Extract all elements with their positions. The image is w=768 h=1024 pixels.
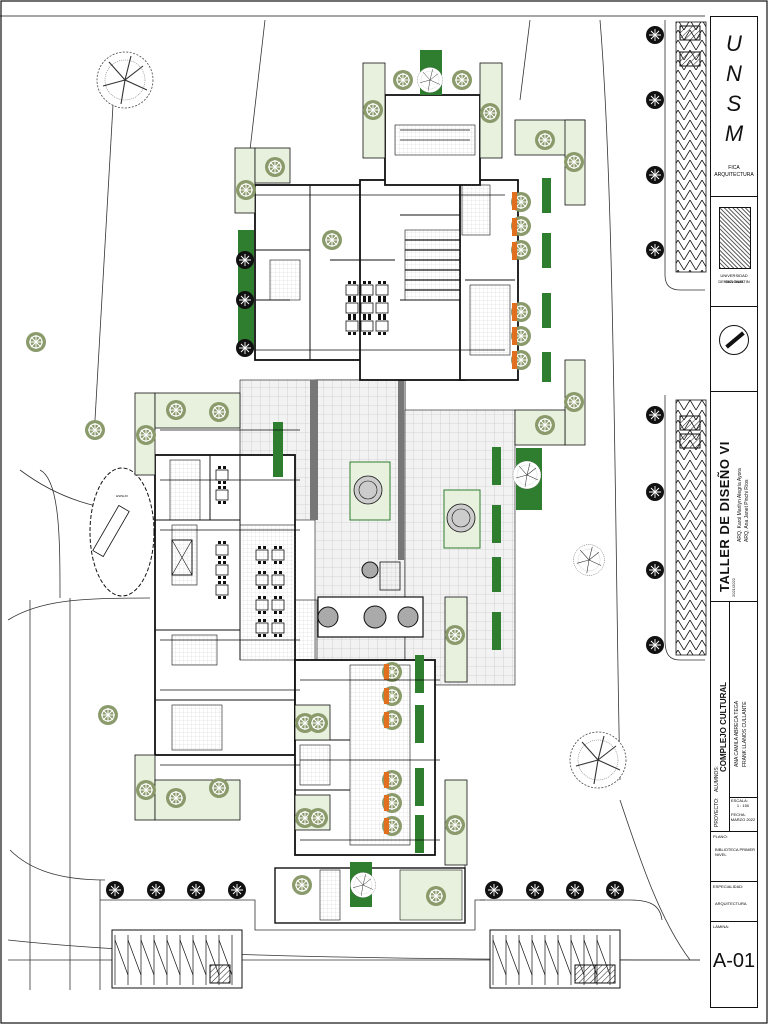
students-label: ALUMNOS: bbox=[714, 765, 720, 792]
plan-name: BIBLIOTECA PRIMER bbox=[715, 847, 756, 852]
university-name-line: UNIVERSIDAD NACIONAL bbox=[720, 273, 748, 284]
student-name: FRANK LLANOS CULLANTE bbox=[742, 701, 748, 767]
plan-name: NIVEL bbox=[715, 852, 727, 857]
right-parking bbox=[675, 21, 707, 656]
university-letter: U bbox=[726, 31, 742, 56]
specialty-label: ESPECIALIDAD: bbox=[713, 884, 744, 889]
university-letter: M bbox=[724, 121, 744, 146]
faculty-line: ARQUITECTURA bbox=[714, 172, 754, 178]
scale-box: ESCALA: 1 : 150 FECHA: MARZO 2022 bbox=[729, 797, 757, 832]
sheet-number-cell: LÁMINA: A-01 bbox=[711, 922, 757, 1009]
teacher-name: ARQ. Karol Marilyn Alegría Ayora bbox=[737, 468, 743, 542]
upper-building bbox=[254, 94, 519, 381]
course-title: TALLER DE DISEÑO VI bbox=[717, 441, 732, 592]
university-letter: S bbox=[726, 91, 742, 116]
scale-label: ESCALA: bbox=[731, 798, 748, 803]
date-label: FECHA: bbox=[731, 812, 746, 817]
course-date: 2021/2022 bbox=[731, 578, 736, 597]
orange-planters bbox=[384, 192, 517, 834]
title-block: U N S M FICA ARQUITECTURA UNIVERSIDAD NA… bbox=[710, 16, 758, 1008]
project-label: PROYECTO: bbox=[714, 797, 720, 827]
sheet-number: A-01 bbox=[712, 950, 756, 972]
plaza-planters bbox=[317, 461, 481, 638]
sheet-label: LÁMINA: bbox=[713, 924, 730, 929]
scale-value: 1 : 150 bbox=[736, 803, 750, 808]
student-name: ANA CAMILA ABRECA TEGA bbox=[734, 700, 740, 767]
specialty-name: ARQUITECTURA bbox=[715, 901, 747, 906]
teacher-name: ARQ. Ana Janet Pinchi Ríos bbox=[744, 479, 750, 542]
interior-axes bbox=[160, 194, 505, 841]
plan-label: PLANO: bbox=[713, 834, 728, 839]
scale-date-divider bbox=[729, 602, 730, 832]
north-arrow-cell bbox=[711, 307, 757, 392]
project-name: COMPLEJO CULTURAL bbox=[719, 681, 728, 772]
university-letter: N bbox=[726, 61, 742, 86]
plan-cell: PLANO: BIBLIOTECA PRIMER NIVEL bbox=[711, 832, 757, 882]
faculty-line: FICA bbox=[728, 165, 740, 171]
university-name-line: DE SAN MARTIN bbox=[718, 279, 750, 284]
university-logo-cell: U N S M FICA ARQUITECTURA bbox=[711, 17, 757, 197]
svg-text:ESPEJO: ESPEJO bbox=[116, 494, 129, 498]
date-value: MARZO 2022 bbox=[730, 817, 756, 822]
university-seal-icon bbox=[719, 207, 751, 269]
bottom-parking bbox=[111, 929, 621, 989]
course-cell: TALLER DE DISEÑO VI ARQ. Karol Marilyn A… bbox=[711, 392, 757, 602]
project-cell: PROYECTO: COMPLEJO CULTURAL ALUMNOS: ANA… bbox=[711, 602, 757, 832]
specialty-cell: ESPECIALIDAD: ARQUITECTURA bbox=[711, 882, 757, 922]
oval-fountain: ESPEJO bbox=[89, 467, 155, 597]
university-seal-cell: UNIVERSIDAD NACIONAL DE SAN MARTIN bbox=[711, 197, 757, 307]
north-arrow-icon bbox=[719, 325, 749, 355]
